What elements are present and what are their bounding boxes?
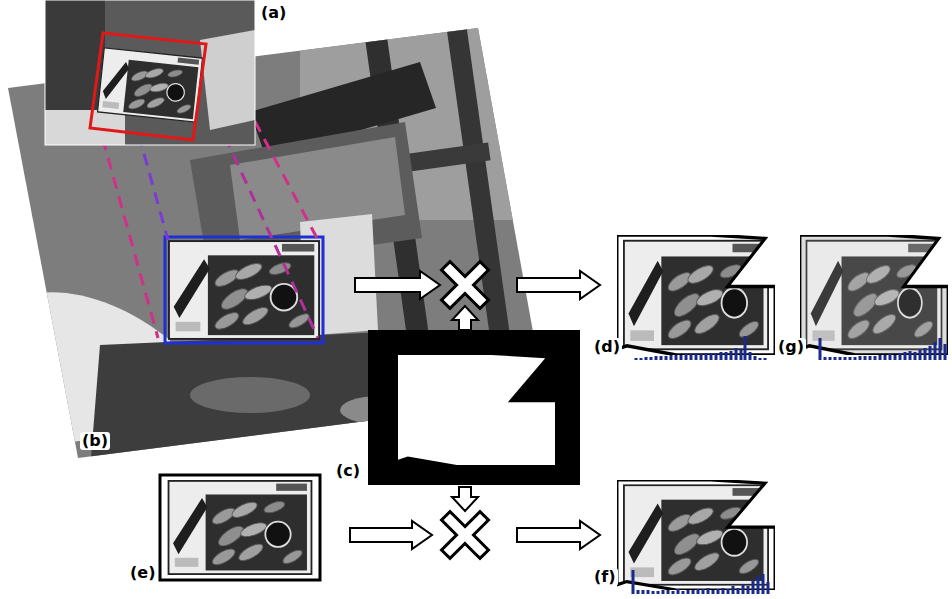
query-photo <box>45 0 255 145</box>
detection-box <box>90 33 206 140</box>
panel-label: (c) <box>334 462 362 480</box>
panel-label: (b) <box>80 432 110 450</box>
masked-region <box>617 235 775 355</box>
panel-label: (a) <box>259 4 288 22</box>
panel-label: (f) <box>592 568 618 586</box>
image-panel: (g) <box>800 235 948 355</box>
occlusion-mask <box>368 330 580 485</box>
image-panel: (c) <box>368 330 580 485</box>
panel-label: (d) <box>592 338 622 356</box>
image-panel: (a) <box>45 0 255 145</box>
multiply-symbol <box>450 270 480 550</box>
image-panel: (d) <box>617 235 775 355</box>
histogram <box>633 336 945 594</box>
panel-label: (e) <box>128 564 157 582</box>
masked-region <box>617 480 775 590</box>
panel-label: (g) <box>776 338 806 356</box>
image-panel: (e) <box>160 475 320 580</box>
match-box <box>165 237 323 343</box>
image-panel: (b) <box>8 28 548 458</box>
template-image <box>160 475 320 580</box>
flow-arrow <box>350 271 600 549</box>
image-panel: (f) <box>617 480 775 590</box>
masked-region <box>800 235 948 355</box>
